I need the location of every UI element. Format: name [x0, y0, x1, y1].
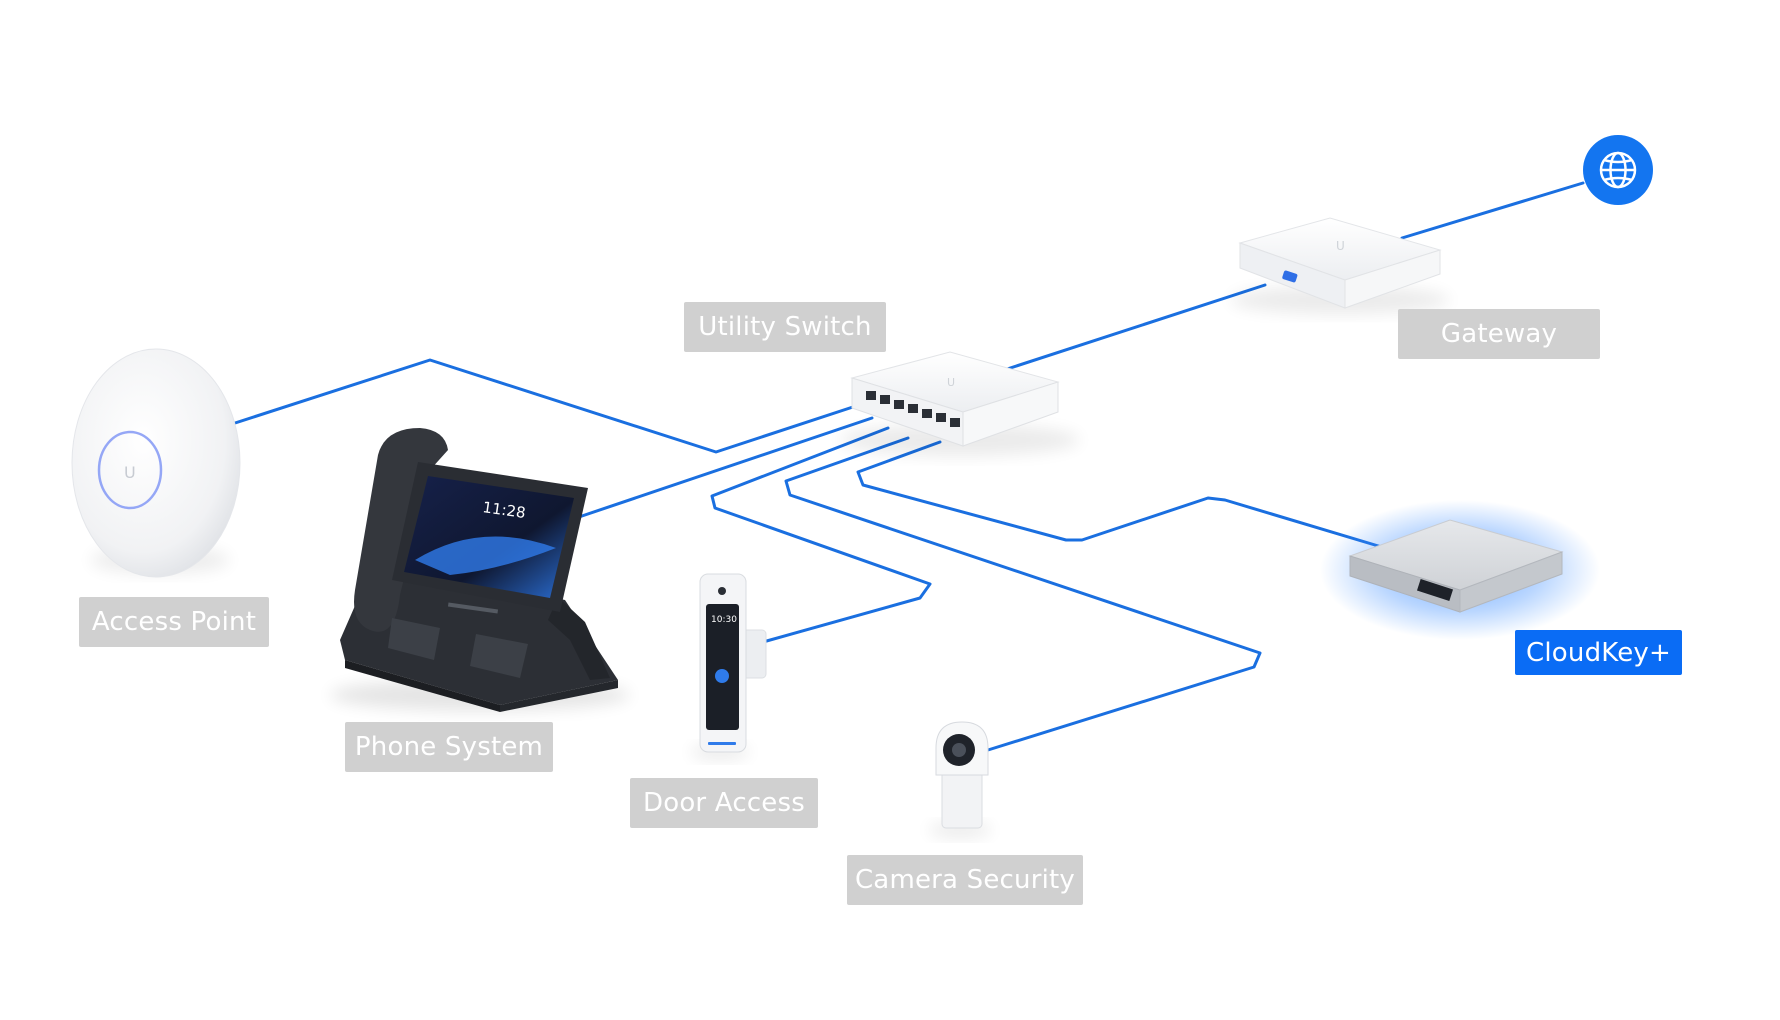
link-switch-door-access: [710, 426, 932, 644]
phone-system-device[interactable]: 11:28: [330, 428, 630, 712]
unlock-button-icon: [715, 669, 729, 683]
ubiquiti-logo-icon: U: [947, 376, 955, 389]
label-camera-security: Camera Security: [847, 855, 1083, 905]
link-gateway-switch: [996, 283, 1267, 374]
label-gateway: Gateway: [1398, 309, 1600, 359]
label-cloudkey: CloudKey+: [1515, 630, 1682, 675]
link-switch-phone: [574, 416, 874, 520]
label-door-access: Door Access: [630, 778, 818, 828]
connections: [230, 181, 1585, 752]
cloudkey-device[interactable]: [1320, 500, 1600, 640]
access-point-device[interactable]: U: [71, 348, 241, 578]
label-phone-system: Phone System: [345, 722, 553, 772]
internet-node[interactable]: [1583, 135, 1653, 205]
led-ring-icon: [97, 430, 163, 510]
speaker-grill-icon: [388, 618, 528, 678]
camera-security-device[interactable]: [928, 721, 992, 838]
gateway-port-icon: [1282, 270, 1298, 283]
door-access-clock-text: 10:30: [711, 615, 737, 625]
link-internet-gateway: [1400, 181, 1585, 240]
cloudkey-display: [1416, 579, 1454, 601]
globe-icon: [1599, 151, 1637, 189]
ubiquiti-logo-icon: U: [124, 463, 136, 482]
utility-switch-device[interactable]: U: [840, 351, 1080, 456]
label-utility-switch: Utility Switch: [684, 302, 886, 352]
door-access-screen: [706, 604, 739, 730]
switch-ports-icon: [866, 391, 960, 427]
label-access-point: Access Point: [79, 597, 269, 647]
link-switch-cloudkey: [856, 440, 1387, 550]
link-switch-camera: [784, 436, 1262, 752]
door-access-device[interactable]: 10:30: [690, 573, 767, 760]
camera-lens-icon: [718, 587, 726, 595]
ubiquiti-logo-icon: U: [1336, 239, 1345, 253]
gateway-device[interactable]: U: [1230, 217, 1450, 314]
link-switch-access-point: [230, 358, 864, 454]
phone-clock-text: 11:28: [481, 498, 526, 522]
